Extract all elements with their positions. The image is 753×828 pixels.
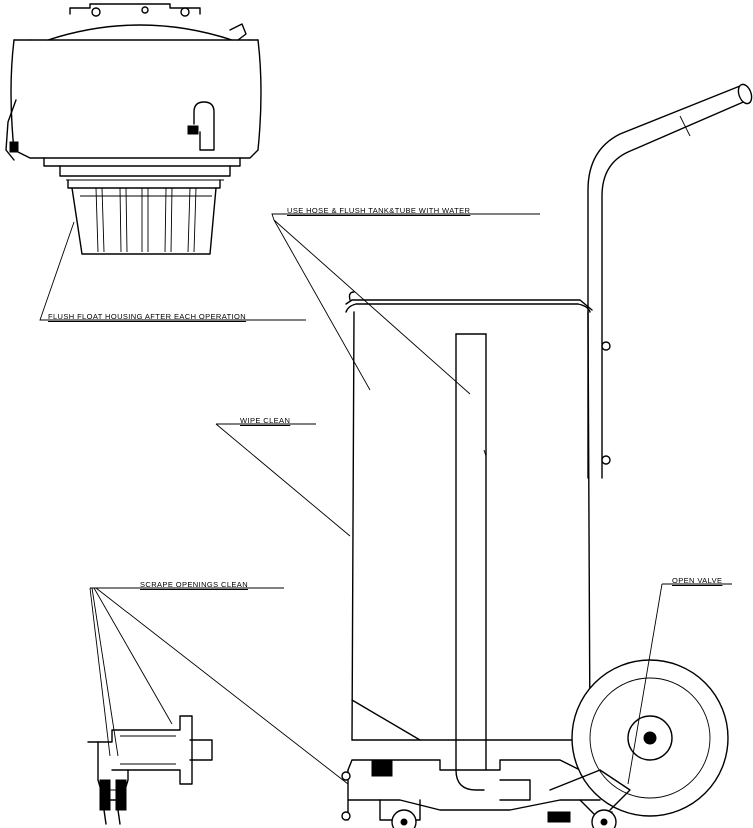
tank — [345, 291, 593, 791]
label-open-valve: OPEN VALVE — [672, 576, 723, 585]
float-housing — [5, 3, 262, 255]
label-use-hose: USE HOSE & FLUSH TANK&TUBE WITH WATER — [287, 206, 471, 215]
cart-handle — [587, 83, 753, 479]
cart-base — [341, 659, 729, 828]
fitting-detail — [87, 715, 213, 825]
label-scrape-openings: SCRAPE OPENINGS CLEAN — [140, 580, 249, 589]
leader-lines — [39, 213, 732, 785]
label-flush-float-housing: FLUSH FLOAT HOUSING AFTER EACH OPERATION — [48, 312, 247, 321]
label-wipe-clean: WIPE CLEAN — [240, 416, 291, 425]
